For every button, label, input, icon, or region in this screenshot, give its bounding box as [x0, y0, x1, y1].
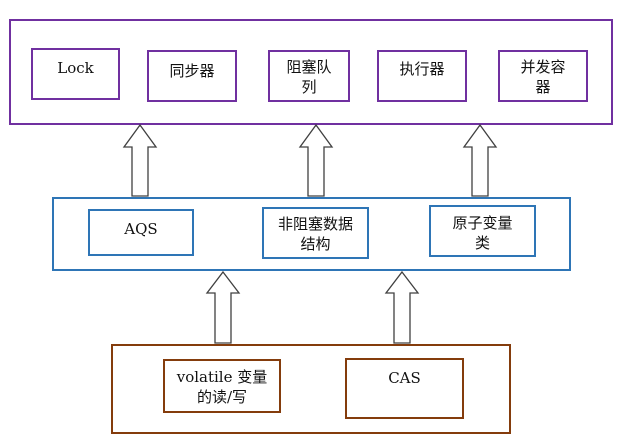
- cas-label: CAS: [388, 369, 421, 387]
- blocking-queue-label: 阻塞队列: [286, 58, 332, 96]
- atomic-variable-label: 原子变量类: [452, 214, 513, 252]
- non-blocking-data-structure-label: 非阻塞数据结构: [278, 215, 354, 253]
- blocking-queue-box: 阻塞队列: [268, 50, 350, 102]
- arrow-up-icon: [462, 123, 498, 197]
- synchronizer-label: 同步器: [169, 62, 215, 80]
- concurrent-container-box: 并发容器: [498, 50, 588, 102]
- executor-box: 执行器: [377, 50, 467, 102]
- arrow-up-icon: [205, 270, 241, 344]
- arrow-up-icon: [122, 123, 158, 197]
- volatile-rw-box: volatile 变量的读/写: [163, 359, 281, 413]
- concurrent-container-label: 并发容器: [520, 58, 566, 96]
- aqs-box: AQS: [88, 209, 194, 256]
- lock-label: Lock: [57, 59, 94, 77]
- lock-box: Lock: [31, 48, 120, 100]
- volatile-rw-label: volatile 变量的读/写: [176, 368, 268, 406]
- cas-box: CAS: [345, 358, 464, 419]
- synchronizer-box: 同步器: [147, 50, 237, 102]
- executor-label: 执行器: [399, 60, 445, 78]
- aqs-label: AQS: [124, 220, 158, 238]
- arrow-up-icon: [384, 270, 420, 344]
- arrow-up-icon: [298, 123, 334, 197]
- atomic-variable-box: 原子变量类: [429, 205, 536, 257]
- non-blocking-data-structure-box: 非阻塞数据结构: [262, 207, 369, 259]
